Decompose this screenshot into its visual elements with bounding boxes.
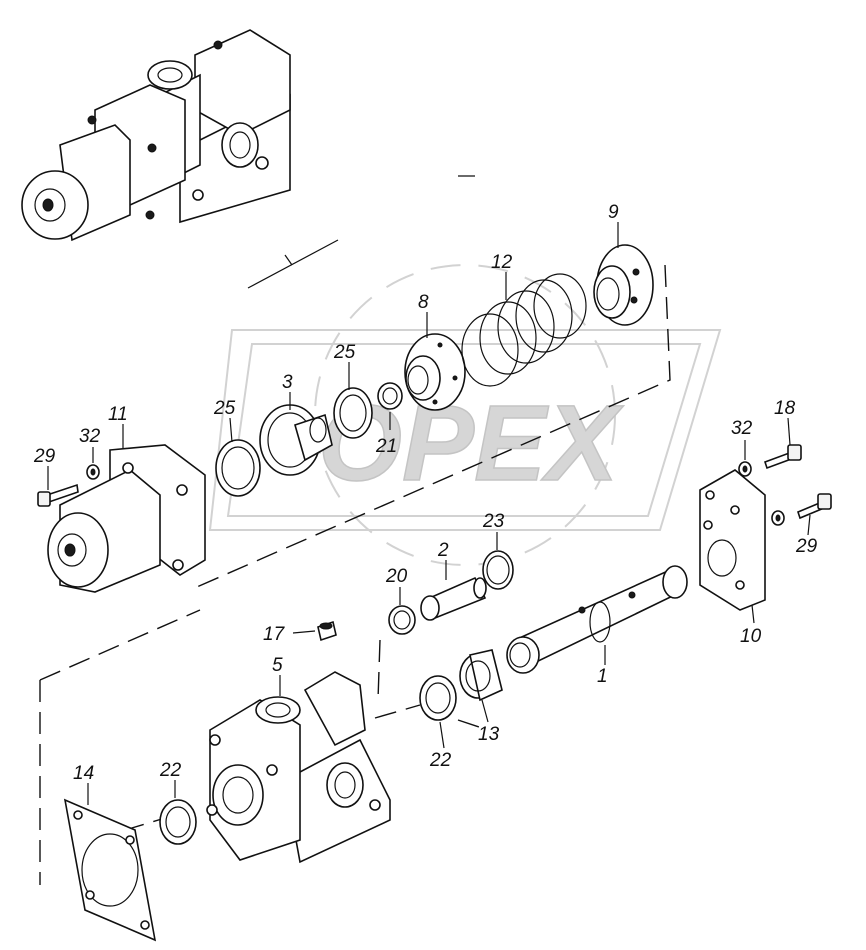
callout-18: 18 <box>774 398 796 419</box>
part-20-washer <box>388 605 416 635</box>
callout-8: 8 <box>418 292 429 313</box>
part-17-plug <box>317 620 337 642</box>
assembled-valve-illustration <box>21 29 291 242</box>
callout-14: 13 <box>478 724 500 745</box>
part-29-screw-left <box>37 483 79 507</box>
leader-lines <box>47 222 811 805</box>
part-25-seal-left <box>215 439 261 497</box>
part-25-seal-right <box>333 387 373 439</box>
callout-10: 10 <box>740 626 762 647</box>
callout-3: 3 <box>282 372 293 393</box>
callout-32-right: 32 <box>731 418 753 439</box>
callout-13: 14 <box>73 763 94 784</box>
callout-9: 9 <box>608 202 619 223</box>
callout-labels: 9 12 8 25 3 25 11 32 29 21 32 18 29 10 2… <box>33 202 818 784</box>
callout-25-right: 25 <box>333 342 356 363</box>
callout-17: 17 <box>263 624 286 645</box>
callout-1: 1 <box>597 666 608 687</box>
part-5-valve-body <box>206 671 391 864</box>
callout-21: 21 <box>375 436 397 457</box>
part-1-shaft <box>506 565 688 674</box>
callout-5: 5 <box>272 655 283 676</box>
part-3-piston <box>259 404 333 476</box>
callout-25-left: 25 <box>213 398 236 419</box>
part-9-spring-cap <box>593 244 654 326</box>
part-12-spring <box>461 273 587 387</box>
callout-2: 2 <box>437 540 449 561</box>
part-10-end-plate <box>699 469 766 611</box>
callout-12: 12 <box>491 252 513 273</box>
callout-23: 23 <box>482 511 505 532</box>
part-8-flange-plate <box>404 333 466 411</box>
callout-20: 20 <box>385 566 408 587</box>
callout-29-right: 29 <box>795 536 818 557</box>
callout-22-center: 22 <box>429 750 452 771</box>
part-32-washer-right-bottom <box>771 510 785 526</box>
callout-29-left: 29 <box>33 446 56 467</box>
callout-11: 11 <box>108 404 128 425</box>
part-14-bushing <box>459 649 503 702</box>
part-23-o-ring <box>482 550 514 590</box>
callout-22-left: 22 <box>159 760 182 781</box>
part-32-washer-left <box>86 464 100 480</box>
part-11-cylinder-housing <box>47 444 206 593</box>
part-13-gasket <box>63 798 157 942</box>
part-22-ring-center <box>419 675 457 721</box>
part-21-ring <box>377 382 403 410</box>
part-18-screw <box>763 444 802 470</box>
part-32-washer-right-top <box>738 461 752 477</box>
callout-32-left: 32 <box>79 426 101 447</box>
part-29-screw-right <box>797 493 832 520</box>
part-22-ring-left <box>159 799 197 845</box>
part-2-plunger <box>420 576 487 621</box>
section-break-marker <box>247 175 475 289</box>
